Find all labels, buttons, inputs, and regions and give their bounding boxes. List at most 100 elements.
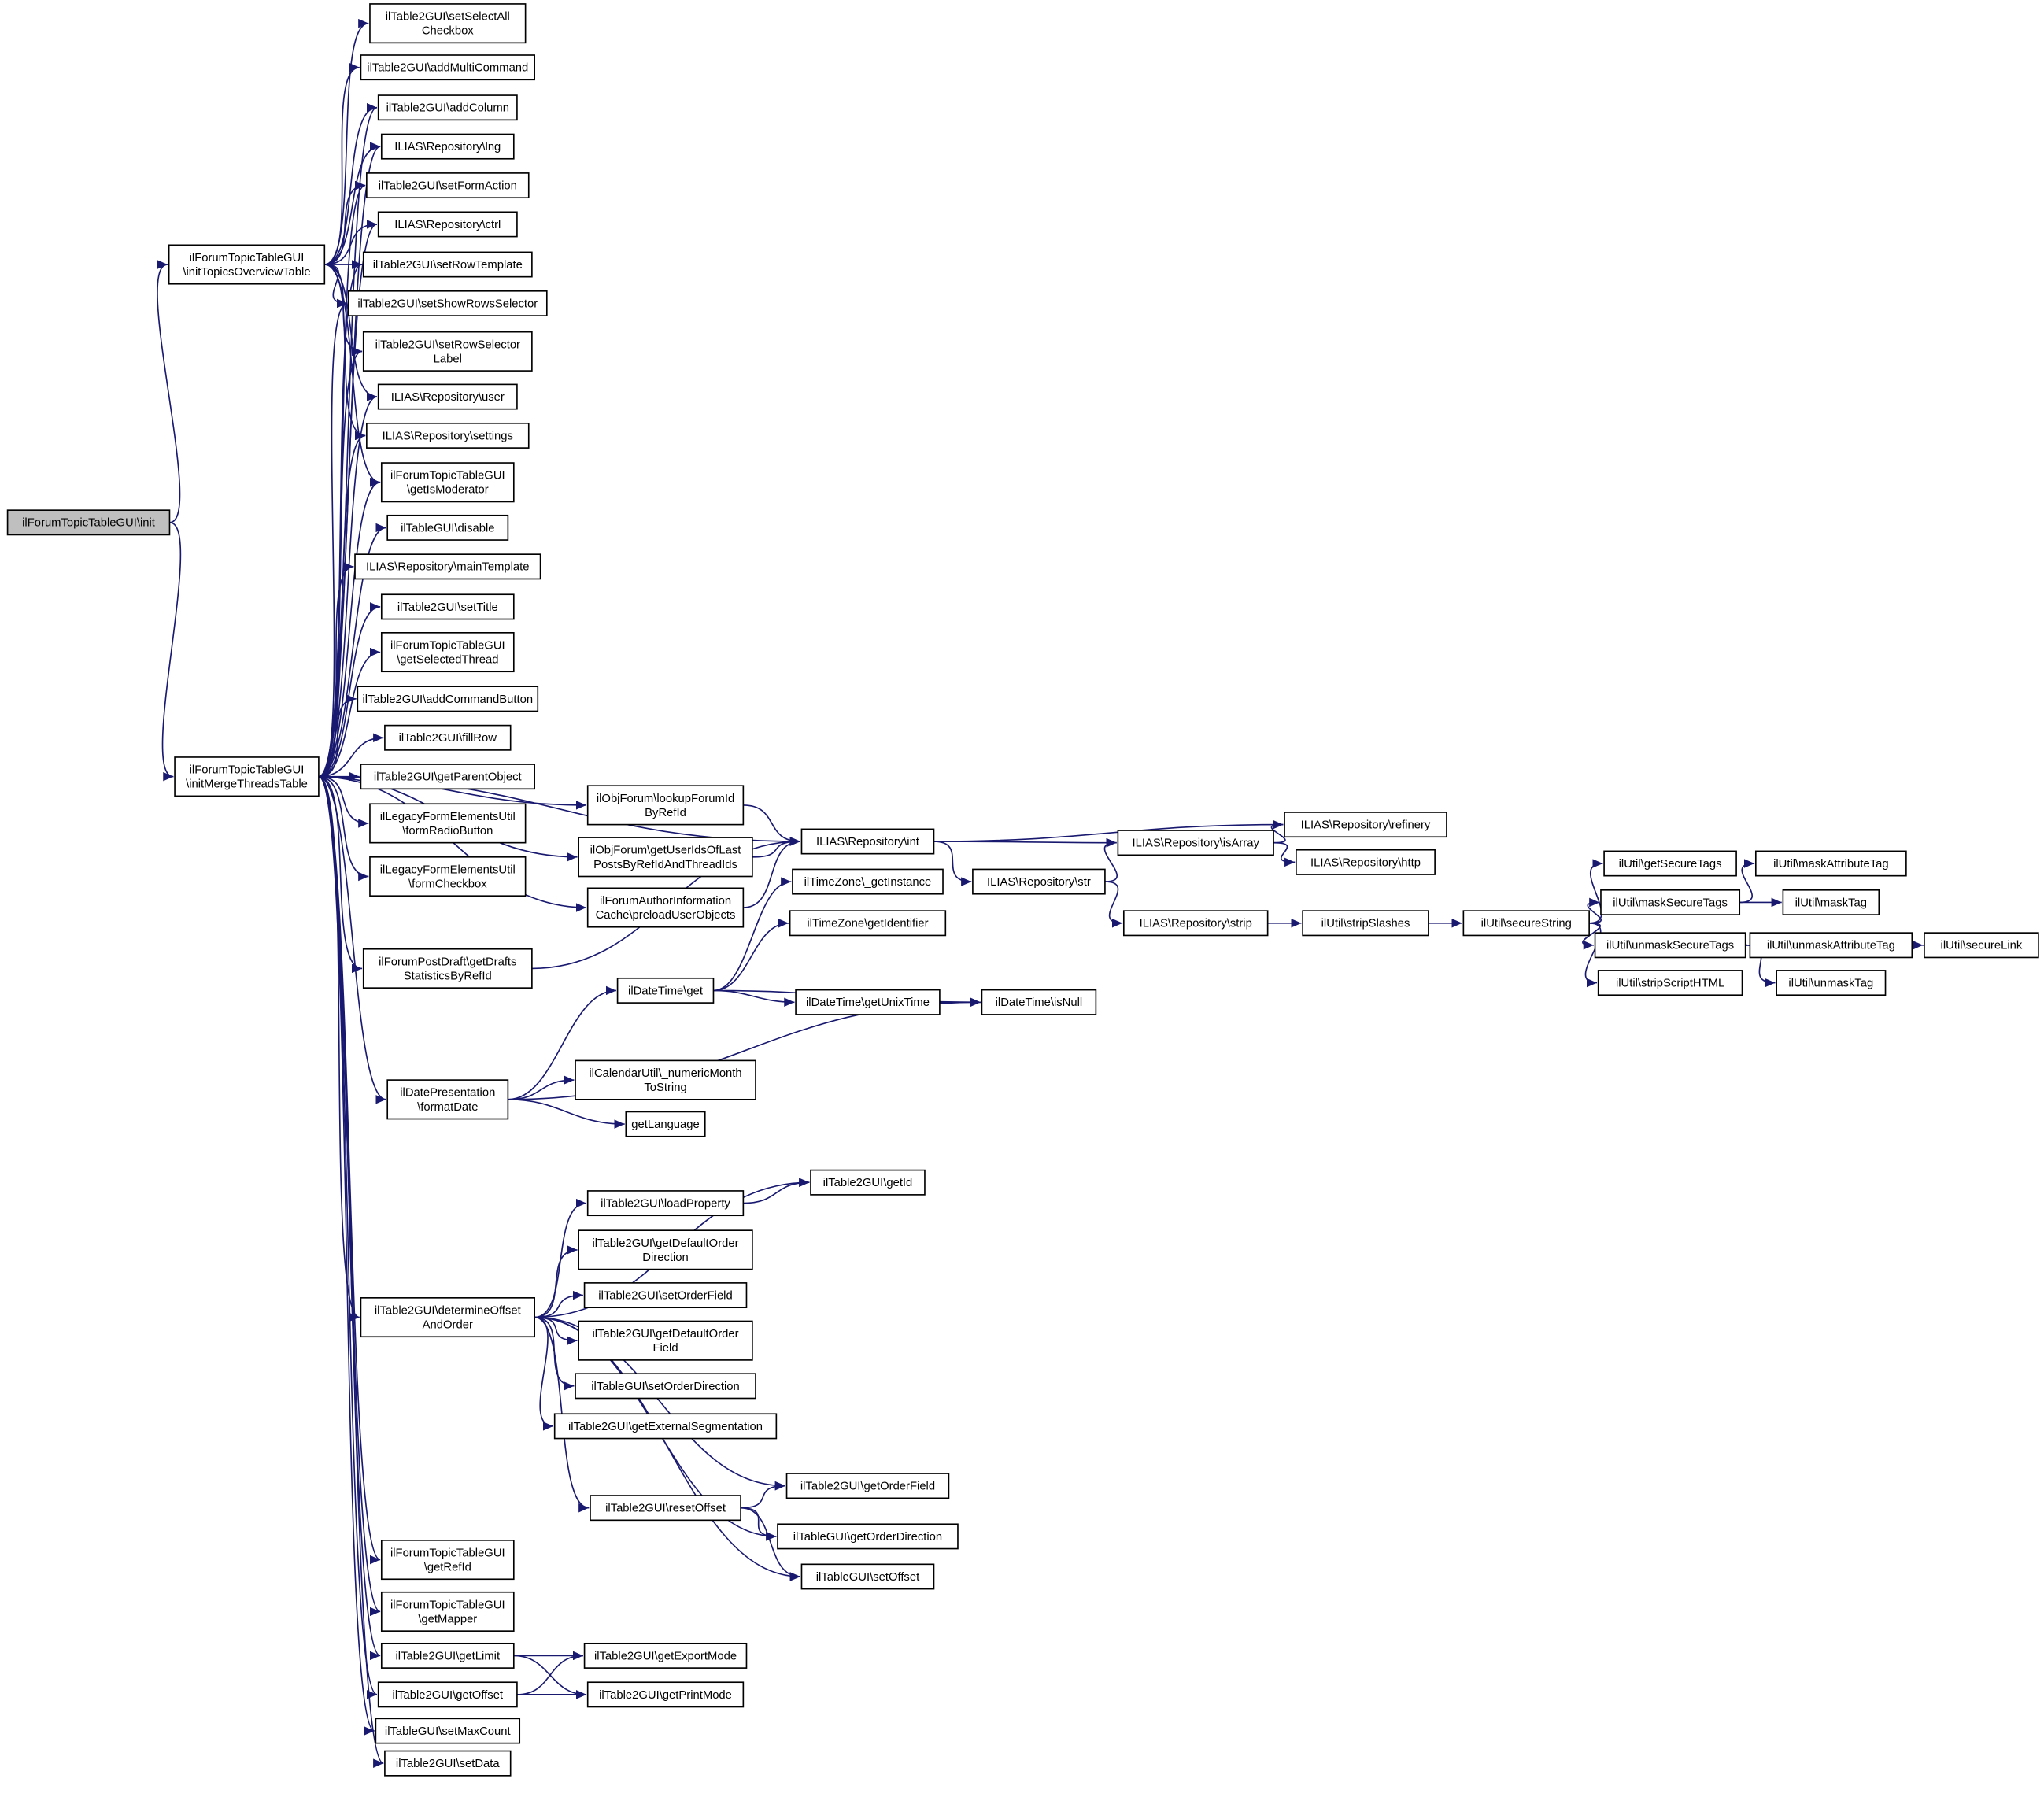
- node-box: [1284, 812, 1447, 838]
- edge-repoInt-to-repoStr: [933, 841, 972, 886]
- node-getSecureTags[interactable]: ilUtil\getSecureTags: [1603, 850, 1737, 877]
- node-getExportMode[interactable]: ilTable2GUI\getExportMode: [583, 1642, 748, 1669]
- node-http[interactable]: ILIAS\Repository\http: [1296, 849, 1436, 875]
- node-addCommandButton[interactable]: ilTable2GUI\addCommandButton: [357, 686, 539, 712]
- node-user[interactable]: ILIAS\Repository\user: [377, 383, 518, 410]
- node-label: ILIAS\Repository\int: [816, 836, 919, 849]
- edge-resetOffset-to-setOffset: [741, 1507, 800, 1581]
- node-getLanguage[interactable]: getLanguage: [625, 1111, 706, 1137]
- node-getId[interactable]: ilTable2GUI\getId: [810, 1169, 926, 1196]
- node-setData[interactable]: ilTable2GUI\setData: [384, 1750, 512, 1777]
- node-initTopics[interactable]: ilForumTopicTableGUI\initTopicsOverviewT…: [168, 244, 326, 285]
- node-stripSlashes[interactable]: ilUtil\stripSlashes: [1302, 910, 1429, 937]
- node-box: [586, 887, 745, 928]
- node-box: [380, 1591, 515, 1632]
- node-getRefId[interactable]: ilForumTopicTableGUI\getRefId: [380, 1540, 515, 1581]
- node-formRadioButton[interactable]: ilLegacyFormElementsUtil\formRadioButton: [369, 803, 527, 844]
- node-unmaskSecureTags[interactable]: ilUtil\unmaskSecureTags: [1594, 932, 1746, 959]
- edge-repoInt-to-refinery: [933, 819, 1284, 842]
- node-maskSecureTags[interactable]: ilUtil\maskSecureTags: [1600, 889, 1741, 915]
- node-setMaxCount[interactable]: ilTableGUI\setMaxCount: [375, 1718, 521, 1744]
- node-setOrderField[interactable]: ilTable2GUI\setOrderField: [583, 1282, 748, 1309]
- node-label: ILIAS\Repository\user: [391, 391, 505, 404]
- node-getLimit[interactable]: ilTable2GUI\getLimit: [380, 1642, 515, 1669]
- node-box: [362, 948, 533, 989]
- node-dtGet[interactable]: ilDateTime\get: [616, 977, 715, 1004]
- node-label: ilTable2GUI\getLimit: [396, 1650, 501, 1662]
- node-getOrderField[interactable]: ilTable2GUI\getOrderField: [785, 1473, 950, 1499]
- edge-initMerge-to-formCheckbox: [318, 775, 369, 882]
- edge-secureString-to-stripScriptHTML: [1584, 922, 1602, 988]
- node-repoInt[interactable]: ILIAS\Repository\int: [800, 828, 935, 855]
- node-stripScriptHTML[interactable]: ilUtil\stripScriptHTML: [1597, 970, 1743, 996]
- node-formatDate[interactable]: ilDatePresentation\formatDate: [386, 1079, 509, 1120]
- node-setOrderDirection[interactable]: ilTableGUI\setOrderDirection: [575, 1373, 756, 1400]
- node-getIsModerator[interactable]: ilForumTopicTableGUI\getIsModerator: [380, 462, 515, 503]
- node-fillRow[interactable]: ilTable2GUI\fillRow: [384, 724, 512, 751]
- node-ctrl[interactable]: ILIAS\Repository\ctrl: [377, 211, 518, 238]
- edge-initMerge-to-disable: [318, 523, 386, 778]
- node-setOffset[interactable]: ilTableGUI\setOffset: [800, 1563, 935, 1590]
- node-settings[interactable]: ILIAS\Repository\settings: [366, 422, 530, 449]
- node-isNull[interactable]: ilDateTime\isNull: [981, 989, 1097, 1015]
- node-repoStr[interactable]: ILIAS\Repository\str: [972, 868, 1106, 895]
- node-tzGetInstance[interactable]: ilTimeZone\_getInstance: [792, 868, 944, 895]
- node-setTitle[interactable]: ilTable2GUI\setTitle: [380, 593, 515, 620]
- node-label: ilTableGUI\setMaxCount: [385, 1725, 511, 1738]
- node-getSelectedThread[interactable]: ilForumTopicTableGUI\getSelectedThread: [380, 632, 515, 673]
- node-label: ilTable2GUI\addColumn: [386, 102, 509, 115]
- node-resetOffset[interactable]: ilTable2GUI\resetOffset: [590, 1495, 741, 1522]
- node-getOffset[interactable]: ilTable2GUI\getOffset: [377, 1681, 518, 1708]
- node-secureLink[interactable]: ilUtil\secureLink: [1924, 932, 2039, 959]
- node-refinery[interactable]: ILIAS\Repository\refinery: [1284, 812, 1447, 838]
- node-addColumn[interactable]: ilTable2GUI\addColumn: [377, 94, 518, 121]
- node-secureString[interactable]: ilUtil\secureString: [1462, 910, 1590, 937]
- node-getUnixTime[interactable]: ilDateTime\getUnixTime: [795, 989, 941, 1015]
- node-formCheckbox[interactable]: ilLegacyFormElementsUtil\formCheckbox: [369, 856, 527, 897]
- node-addMultiCommand[interactable]: ilTable2GUI\addMultiCommand: [360, 54, 535, 81]
- node-setRowTemplate[interactable]: ilTable2GUI\setRowTemplate: [362, 251, 533, 278]
- node-setFormAction[interactable]: ilTable2GUI\setFormAction: [366, 172, 530, 199]
- edge-lookupForumId-to-repoInt: [743, 804, 800, 846]
- node-unmaskTag[interactable]: ilUtil\unmaskTag: [1776, 970, 1887, 996]
- node-getPrintMode[interactable]: ilTable2GUI\getPrintMode: [586, 1681, 745, 1708]
- node-getMapper[interactable]: ilForumTopicTableGUI\getMapper: [380, 1591, 515, 1632]
- node-box: [575, 1373, 756, 1400]
- node-unmaskAttributeTag[interactable]: ilUtil\unmaskAttributeTag: [1749, 932, 1913, 959]
- node-maskAttributeTag[interactable]: ilUtil\maskAttributeTag: [1754, 850, 1907, 877]
- node-tzGetIdentifier[interactable]: ilTimeZone\getIdentifier: [789, 910, 947, 937]
- node-box: [1603, 850, 1737, 877]
- node-mainTemplate[interactable]: ILIAS\Repository\mainTemplate: [354, 553, 541, 580]
- node-box: [578, 1229, 753, 1270]
- node-maskTag[interactable]: ilUtil\maskTag: [1782, 889, 1880, 915]
- node-loadProperty[interactable]: ilTable2GUI\loadProperty: [586, 1190, 745, 1217]
- node-setShowRowsSelector[interactable]: ilTable2GUI\setShowRowsSelector: [347, 290, 548, 316]
- node-getParentObject[interactable]: ilTable2GUI\getParentObject: [360, 764, 535, 790]
- edge-initTopics-to-getIsModerator: [324, 264, 381, 487]
- node-label: ilUtil\unmaskTag: [1788, 978, 1873, 990]
- node-initMerge[interactable]: ilForumTopicTableGUI\initMergeThreadsTab…: [174, 756, 320, 797]
- edge-initMerge-to-formatDate: [318, 775, 386, 1104]
- node-label: ilTableGUI\disable: [401, 522, 494, 534]
- node-getOrderDirection[interactable]: ilTableGUI\getOrderDirection: [777, 1523, 959, 1550]
- edge-isArray-to-refinery: [1270, 819, 1286, 844]
- node-getExternalSegmentation[interactable]: ilTable2GUI\getExternalSegmentation: [553, 1413, 778, 1440]
- node-label: ilUtil\maskSecureTags: [1613, 897, 1728, 909]
- node-label: ilTable2GUI\setFormAction: [379, 179, 517, 192]
- node-strip[interactable]: ILIAS\Repository\strip: [1122, 910, 1269, 937]
- node-lng[interactable]: ILIAS\Repository\lng: [380, 133, 515, 160]
- node-isArray[interactable]: ILIAS\Repository\isArray: [1117, 830, 1274, 856]
- node-box: [360, 764, 535, 790]
- node-disable[interactable]: ilTableGUI\disable: [386, 514, 509, 541]
